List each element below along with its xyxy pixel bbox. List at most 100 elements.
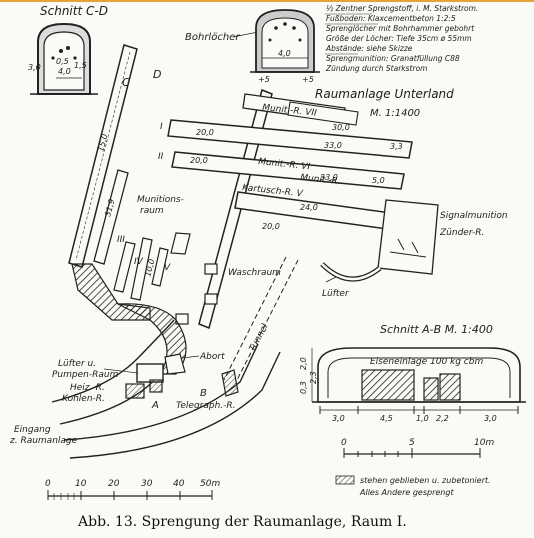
dim-vii-end: 3,3 bbox=[390, 142, 403, 151]
label-munitionsraum-l1: Munitions- bbox=[137, 195, 184, 205]
label-eingang-l1: Eingang bbox=[14, 425, 51, 435]
pumpen-raum-box bbox=[136, 363, 164, 383]
section-cd-dim-b: 1,5 bbox=[74, 61, 87, 70]
scale-small-0: 0 bbox=[341, 438, 347, 448]
dim-vii-right: 33,0 bbox=[324, 141, 342, 150]
scale-bar-small: 0 5 10m bbox=[341, 438, 494, 458]
dim-vi-end: 5,0 bbox=[372, 176, 385, 185]
spec-notes: ½ Zentner Sprengstoff, i. M. Starkstrom.… bbox=[325, 4, 478, 73]
roman-v: V bbox=[164, 263, 171, 273]
dim-vi-left: 20,0 bbox=[190, 156, 208, 165]
label-munit-r: Munit.-R. bbox=[300, 173, 341, 187]
section-ab-insert: Eiseneinlage 100 kg cbm bbox=[370, 357, 483, 367]
dim-main: 15,0 bbox=[96, 133, 109, 153]
spec-line-1: ½ Zentner Sprengstoff, i. M. Starkstrom. bbox=[326, 4, 478, 13]
spec-line-7: Zündung durch Starkstrom bbox=[325, 64, 427, 73]
plan-view bbox=[51, 44, 439, 459]
bore-label: Bohrlöcher bbox=[185, 32, 240, 43]
scale-large-20: 20 bbox=[108, 479, 120, 489]
figure-caption: Abb. 13. Sprengung der Raumanlage, Raum … bbox=[77, 514, 407, 530]
spec-line-6: Sprengmunition: Granatfüllung C88 bbox=[326, 54, 460, 63]
bore-section: Bohrlöcher 4,0 +5 +5 bbox=[185, 9, 320, 84]
scale-large-50: 50m bbox=[200, 479, 220, 489]
label-telegraph: Telegraph.-R. bbox=[176, 401, 236, 411]
dim-gallery-ii: 31,9 bbox=[103, 198, 116, 218]
label-luefter-pumpen-l1: Lüfter u. bbox=[58, 359, 96, 369]
ab-dim-2: 4,5 bbox=[380, 414, 393, 423]
dim-top: 30,0 bbox=[332, 123, 350, 132]
section-ab-block-2 bbox=[423, 377, 439, 401]
roman-iv: IV bbox=[134, 257, 144, 267]
label-tunnel: Tunnel bbox=[248, 322, 271, 353]
legend-hatch-swatch bbox=[335, 475, 355, 485]
letter-d: D bbox=[153, 68, 161, 81]
label-heiz: Heiz.-R. bbox=[70, 383, 105, 393]
ab-dim-left-1: 2,0 bbox=[299, 357, 308, 370]
section-ab-block-1 bbox=[361, 369, 415, 401]
label-zuender: Zünder-R. bbox=[439, 228, 484, 238]
section-cd-dim-width: 4,0 bbox=[58, 67, 71, 76]
scale-large-10: 10 bbox=[75, 479, 87, 489]
plan-scale: M. 1:1400 bbox=[370, 108, 420, 119]
scale-large-30: 30 bbox=[141, 479, 153, 489]
scale-small-10: 10m bbox=[474, 438, 494, 448]
letter-a: A bbox=[151, 400, 159, 411]
label-eingang-l2: z. Raumanlage bbox=[9, 436, 78, 446]
label-kohlen: Kohlen-R. bbox=[62, 394, 105, 404]
label-waschraum: Waschraum bbox=[228, 268, 281, 278]
bore-dim-right: +5 bbox=[302, 75, 314, 84]
label-abort: Abort bbox=[199, 352, 225, 362]
label-munitionsraum: Munitions- raum bbox=[137, 195, 187, 216]
scale-bar-large: 0 10 20 30 40 50m bbox=[45, 479, 220, 500]
section-ab-block-3 bbox=[439, 373, 461, 401]
spec-line-2: Fußboden: Klaxcementbeton 1:2:5 bbox=[326, 14, 456, 23]
label-signalmunition: Signalmunition bbox=[440, 211, 508, 221]
spec-line-5: Abstände: siehe Skizze bbox=[325, 44, 413, 53]
ab-dim-5: 3,0 bbox=[484, 414, 497, 423]
label-munitionsraum-l2: raum bbox=[140, 206, 164, 216]
label-eingang: Eingang z. Raumanlage bbox=[9, 425, 78, 446]
bore-dim-width: 4,0 bbox=[278, 49, 291, 58]
ab-dim-1: 3,0 bbox=[332, 414, 345, 423]
ab-dim-left-2: 0,3 bbox=[299, 381, 308, 394]
dim-vii-left: 20,0 bbox=[196, 128, 214, 137]
legend: stehen geblieben u. zubetoniert. Alles A… bbox=[335, 475, 491, 497]
ab-dim-3: 1,0 bbox=[416, 414, 429, 423]
spec-line-3: Sprenglöcher mit Bohrhammer gebohrt bbox=[326, 24, 475, 33]
section-cd: Schnitt C-D 3,0 0,5 4,0 1,5 bbox=[28, 4, 108, 95]
legend-line-2: Alles Andere gesprengt bbox=[359, 488, 454, 497]
plan-title: Raumanlage Unterland bbox=[315, 87, 454, 101]
letter-b: B bbox=[200, 388, 207, 399]
dim-kartusch: 24,0 bbox=[300, 203, 318, 212]
roman-ii: II bbox=[158, 152, 164, 162]
munit-chamber-vii bbox=[167, 119, 413, 159]
roman-iii: III bbox=[117, 235, 125, 245]
label-luefter-pumpen-l2: Pumpen-Raum bbox=[52, 370, 119, 380]
section-cd-title: Schnitt C-D bbox=[40, 4, 108, 18]
label-luefter-pumpen: Lüfter u. Pumpen-Raum bbox=[52, 359, 119, 380]
signal-chamber bbox=[377, 199, 439, 275]
bore-dim-left: +5 bbox=[258, 75, 270, 84]
scale-large-0: 0 bbox=[45, 479, 51, 489]
section-cd-dim-a: 0,5 bbox=[56, 57, 69, 66]
scale-large-40: 40 bbox=[173, 479, 185, 489]
scale-small-5: 5 bbox=[409, 438, 415, 448]
section-cd-dim-height: 3,0 bbox=[28, 63, 41, 72]
tunnel-line bbox=[223, 256, 287, 381]
label-luefter: Lüfter bbox=[322, 289, 350, 299]
ab-dim-left-3: 2,3 bbox=[309, 371, 318, 384]
dim-room: 10,0 bbox=[143, 258, 156, 278]
ab-dim-4: 2,2 bbox=[436, 414, 449, 423]
legend-line-1: stehen geblieben u. zubetoniert. bbox=[360, 476, 491, 485]
munit-chamber-vi bbox=[171, 151, 405, 190]
spec-line-4: Größe der Löcher: Tiefe 35cm ø 55mm bbox=[326, 34, 472, 43]
roman-i: I bbox=[160, 122, 163, 132]
letter-c: C bbox=[122, 76, 130, 89]
section-ab-title: Schnitt A-B M. 1:400 bbox=[380, 323, 493, 336]
section-ab: Schnitt A-B M. 1:400 Eiseneinlage 100 kg… bbox=[299, 323, 526, 423]
dim-vi-right: 33,0 bbox=[320, 173, 338, 182]
dim-kartusch-left: 20,0 bbox=[262, 222, 280, 231]
section-cd-inner bbox=[43, 31, 85, 91]
